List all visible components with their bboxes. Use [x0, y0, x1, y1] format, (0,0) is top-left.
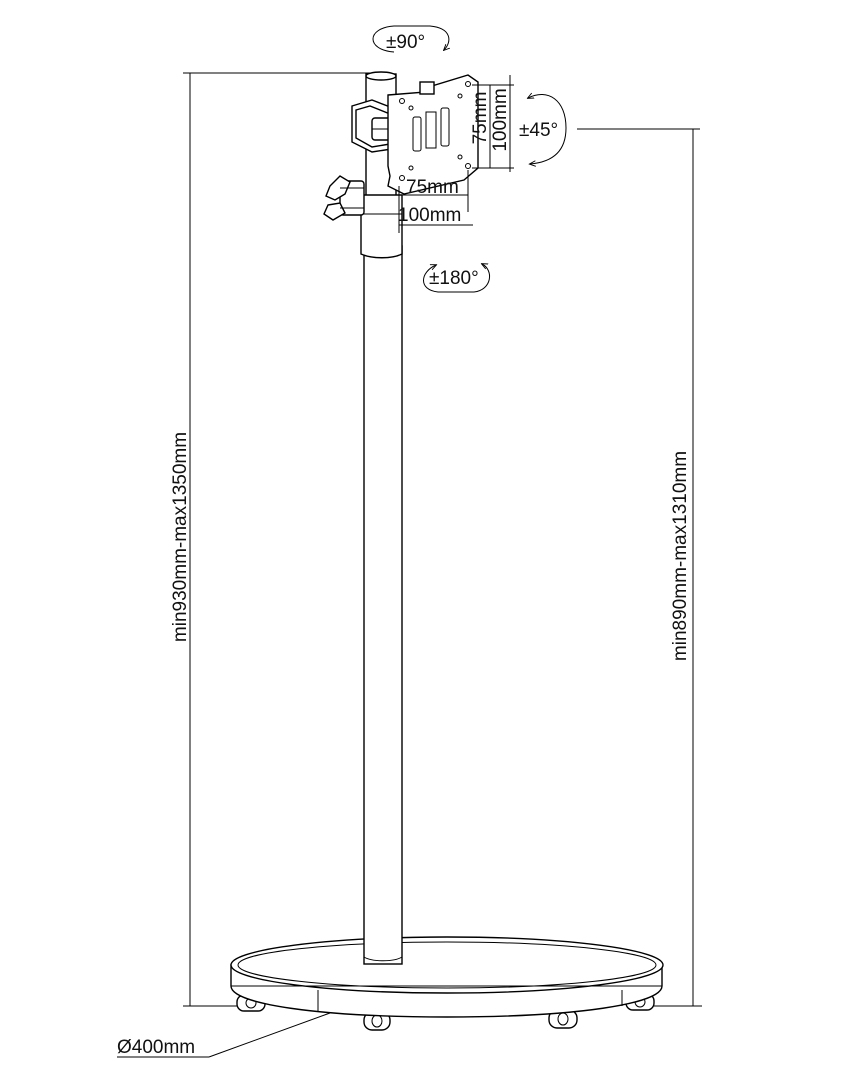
swivel-indicator: ±90° [372, 25, 449, 53]
height-mount-label: min890mm-max1310mm [670, 451, 691, 661]
tilt-hinge [351, 99, 399, 153]
tilt-label: ±45° [519, 120, 558, 141]
vesa-dimensions: 75mm 100mm 75mm 100mm [398, 75, 514, 233]
height-mount-dimension: min890mm-max1310mm [577, 128, 702, 1007]
vesa-large-horizontal-label: 100mm [398, 205, 461, 226]
height-total-label: min930mm-max1350mm [170, 432, 191, 642]
vesa-small-vertical-label: 75mm [470, 92, 491, 145]
rotation-indicator: ±180° [423, 264, 490, 293]
height-total-dimension: min930mm-max1350mm [170, 72, 375, 1007]
vesa-small-horizontal-label: 75mm [406, 177, 459, 198]
base: Ø400mm [117, 936, 664, 1058]
rotation-label: ±180° [429, 268, 479, 289]
vesa-large-vertical-label: 100mm [490, 88, 511, 151]
vesa-plate [387, 74, 479, 195]
column [360, 71, 403, 965]
tilt-indicator: ±45° [519, 95, 567, 164]
base-diameter-label: Ø400mm [117, 1037, 195, 1058]
swivel-label: ±90° [386, 32, 425, 53]
height-lock-knob [323, 175, 365, 221]
base-diameter-dimension: Ø400mm [117, 1012, 331, 1058]
